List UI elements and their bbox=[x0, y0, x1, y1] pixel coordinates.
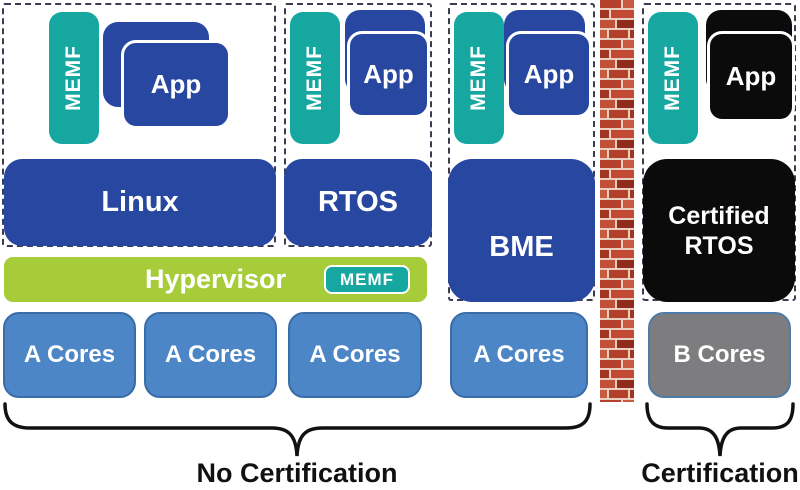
app-label: App bbox=[523, 59, 575, 89]
a-cores-box-4: A Cores bbox=[450, 312, 588, 398]
os-box-certified-rtos: Certified RTOS bbox=[643, 159, 795, 302]
app-box-certified: App bbox=[707, 31, 795, 122]
memf-pill-certified: MEMF bbox=[648, 12, 698, 144]
app-label: App bbox=[150, 69, 202, 99]
a-cores-box-2: A Cores bbox=[144, 312, 277, 398]
os-label: BME bbox=[489, 231, 554, 263]
a-cores-box-1: A Cores bbox=[3, 312, 136, 398]
memf-pill-label: MEMF bbox=[303, 45, 327, 111]
b-cores-box: B Cores bbox=[648, 312, 791, 398]
memf-pill-rtos: MEMF bbox=[290, 12, 340, 144]
os-label: Certified RTOS bbox=[668, 201, 770, 260]
os-label: RTOS bbox=[317, 186, 399, 218]
partition-boundary-rtos bbox=[284, 3, 432, 247]
a-cores-label: A Cores bbox=[473, 341, 565, 368]
os-label: Linux bbox=[101, 186, 179, 218]
no-certification-brace bbox=[3, 402, 592, 457]
b-cores-label: B Cores bbox=[673, 341, 766, 368]
memf-badge: MEMF bbox=[324, 265, 410, 294]
memf-pill-linux: MEMF bbox=[49, 12, 99, 144]
os-box-bme: BME bbox=[448, 159, 595, 302]
memf-pill-label: MEMF bbox=[661, 45, 685, 111]
app-box-rtos: App bbox=[347, 31, 430, 118]
hypervisor-bar: Hypervisor MEMF bbox=[4, 257, 427, 302]
memf-pill-bme: MEMF bbox=[454, 12, 504, 144]
a-cores-box-3: A Cores bbox=[288, 312, 422, 398]
certification-label: Certification bbox=[641, 458, 799, 488]
app-label: App bbox=[363, 59, 414, 89]
app-box-linux: App bbox=[121, 40, 231, 129]
a-cores-label: A Cores bbox=[164, 341, 257, 368]
hypervisor-label: Hypervisor bbox=[144, 264, 287, 294]
memf-pill-label: MEMF bbox=[467, 45, 491, 111]
a-cores-label: A Cores bbox=[23, 341, 116, 368]
brick-wall-separator bbox=[600, 0, 634, 402]
partition-boundary-linux bbox=[2, 3, 276, 247]
certification-brace bbox=[645, 402, 795, 457]
memf-badge-label: MEMF bbox=[339, 269, 395, 289]
os-box-linux: Linux bbox=[4, 159, 276, 246]
no-certification-label: No Certification bbox=[196, 458, 398, 488]
os-box-rtos: RTOS bbox=[284, 159, 432, 246]
memf-pill-label: MEMF bbox=[62, 45, 86, 111]
a-cores-label: A Cores bbox=[309, 341, 401, 368]
app-box-bme: App bbox=[506, 31, 592, 118]
app-label: App bbox=[725, 61, 777, 91]
